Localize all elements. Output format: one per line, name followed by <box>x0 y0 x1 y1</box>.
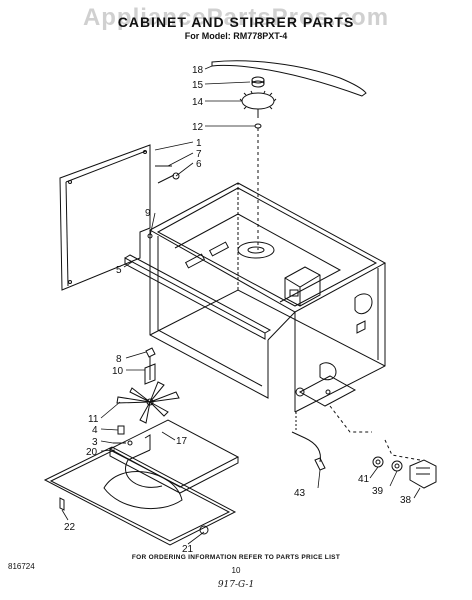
callout-10: 10 <box>112 366 124 377</box>
callout-8: 8 <box>116 354 122 365</box>
handwritten-note: 917-G-1 <box>217 580 255 590</box>
part-stirrer-cover <box>211 60 367 97</box>
callout-12: 12 <box>192 122 204 133</box>
part-clip <box>147 233 153 246</box>
diagram-title: CABINET AND STIRRER PARTS <box>117 14 355 30</box>
part-stirrer-blade <box>239 90 277 118</box>
part-screws <box>155 165 180 184</box>
part-washer <box>254 123 262 250</box>
callout-6: 6 <box>196 159 202 170</box>
callout-labels: 18 15 14 12 1 7 6 9 5 8 10 11 4 3 20 17 … <box>64 65 412 555</box>
callout-15: 15 <box>192 80 204 91</box>
callout-22: 22 <box>64 522 76 533</box>
callout-3: 3 <box>92 437 98 448</box>
callout-14: 14 <box>192 97 204 108</box>
part-fasteners <box>113 425 133 446</box>
part-fan-blade <box>116 381 180 424</box>
watermark: AppliancePartsPros.com <box>82 4 390 31</box>
part-stirrer-nut <box>251 76 265 88</box>
ordering-note: FOR ORDERING INFORMATION REFER TO PARTS … <box>131 554 341 561</box>
callout-17: 17 <box>176 436 188 447</box>
callout-4: 4 <box>92 425 98 436</box>
callout-39: 39 <box>372 486 384 497</box>
callout-41: 41 <box>358 474 370 485</box>
part-stirrer-motor <box>144 347 156 385</box>
part-trim-bar <box>124 254 272 340</box>
callout-1: 1 <box>196 138 202 149</box>
callout-43: 43 <box>294 488 306 499</box>
model-subtitle: For Model: RM778PXT-4 <box>184 31 288 41</box>
diagram-code: 816724 <box>8 562 35 571</box>
part-side-panel <box>59 144 151 291</box>
leader-lines <box>61 65 421 545</box>
callout-21: 21 <box>182 544 194 555</box>
part-sensor-cable <box>291 412 326 471</box>
part-cabinet-cavity <box>148 182 387 413</box>
callout-11: 11 <box>88 414 99 425</box>
page-number: 10 <box>231 566 241 575</box>
part-lamp-socket <box>329 405 437 489</box>
callout-9: 9 <box>145 208 151 219</box>
callout-5: 5 <box>116 265 122 276</box>
callout-18: 18 <box>192 65 204 76</box>
part-bottom-plate <box>43 446 237 546</box>
callout-38: 38 <box>400 495 412 506</box>
callout-20: 20 <box>86 447 98 458</box>
callout-7: 7 <box>196 149 202 160</box>
